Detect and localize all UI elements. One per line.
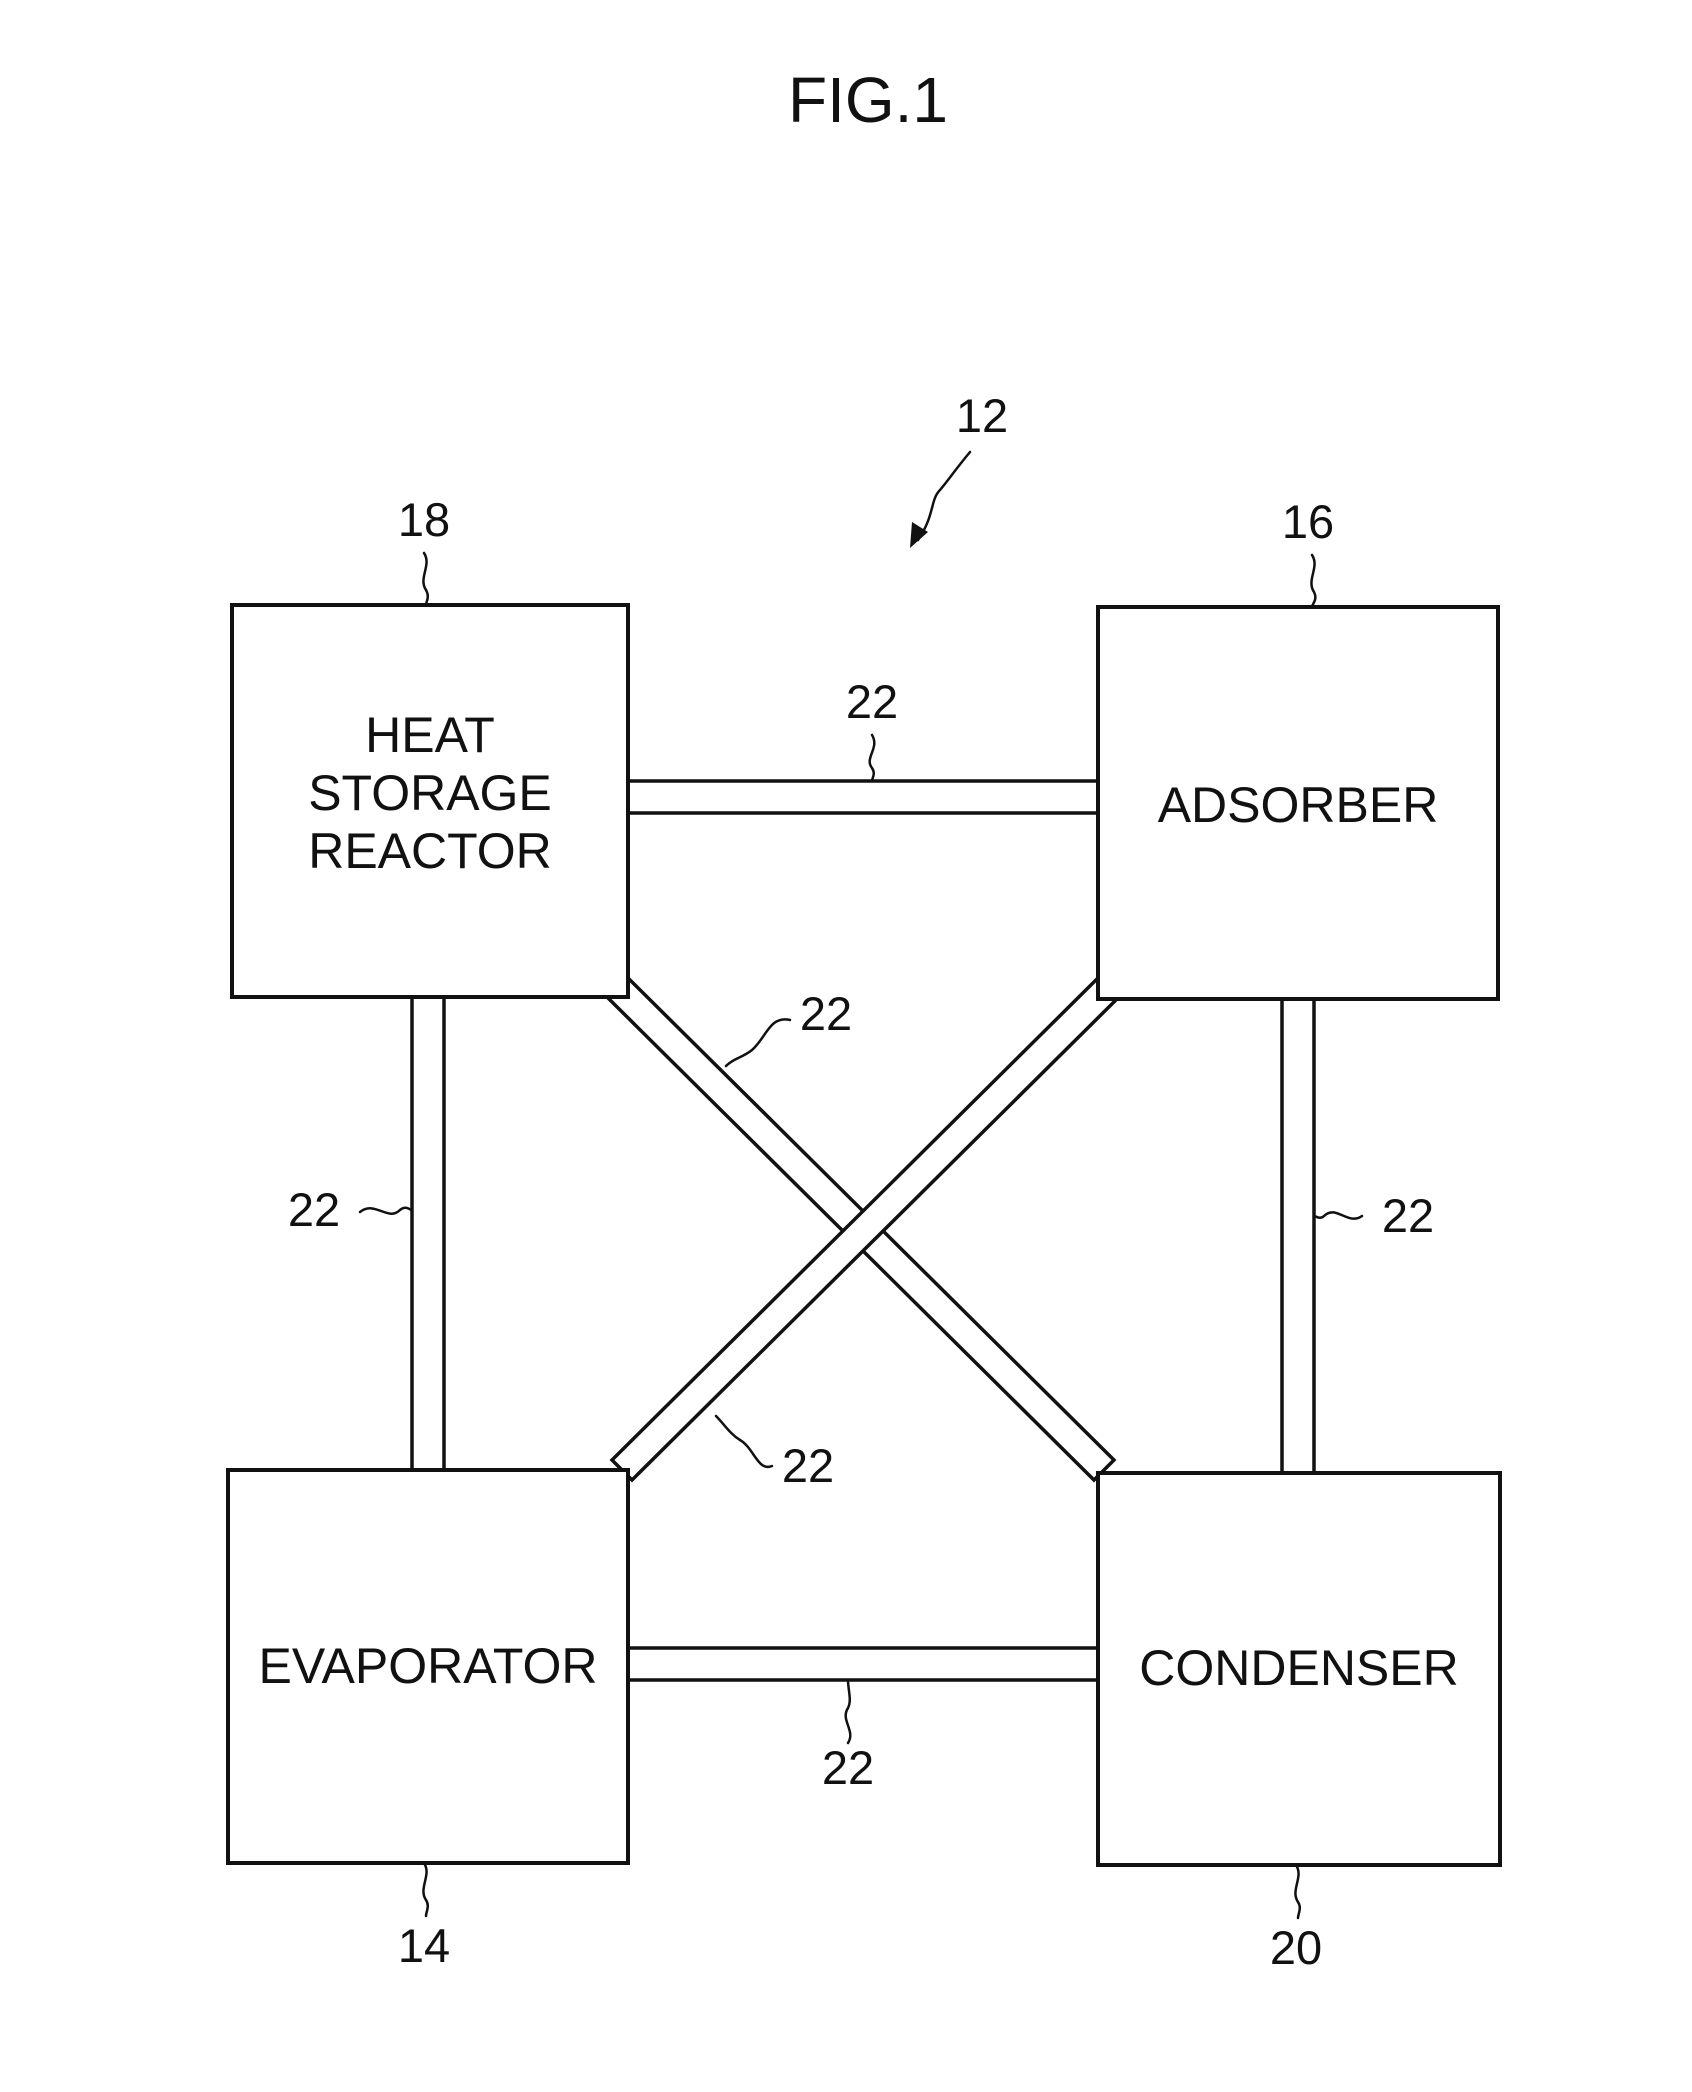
pipe-top bbox=[628, 781, 1098, 813]
pipe-diagonal-upper-ref: 22 bbox=[800, 987, 852, 1040]
heat-storage-reactor-block: HEAT STORAGE REACTOR bbox=[232, 605, 628, 997]
heat-storage-reactor-ref: 18 bbox=[398, 493, 450, 546]
heat-storage-reactor-label-line-1: HEAT bbox=[365, 707, 495, 763]
pipe-bottom bbox=[628, 1648, 1098, 1680]
pipe-left-ref-leader bbox=[360, 1208, 412, 1214]
heat-storage-reactor-ref-leader bbox=[423, 553, 427, 605]
evaporator-block: EVAPORATOR bbox=[228, 1470, 628, 1863]
pipe-diagonal-lower-ref: 22 bbox=[782, 1439, 834, 1492]
pipe-bottom-ref: 22 bbox=[822, 1741, 874, 1794]
pipe-top-ref: 22 bbox=[846, 675, 898, 728]
pipe-right-ref-leader bbox=[1314, 1212, 1362, 1218]
heat-storage-reactor-label-line-3: REACTOR bbox=[308, 823, 552, 879]
pipe-left bbox=[412, 995, 444, 1470]
adsorber-label: ADSORBER bbox=[1158, 777, 1439, 833]
heat-storage-reactor-label-line-2: STORAGE bbox=[308, 765, 552, 821]
adsorber-ref: 16 bbox=[1282, 495, 1334, 548]
system-ref-arrow bbox=[918, 452, 970, 540]
evaporator-ref: 14 bbox=[398, 1919, 450, 1972]
pipe-diagonal-lower-ref-leader bbox=[716, 1416, 772, 1467]
figure-title: FIG.1 bbox=[788, 64, 948, 136]
evaporator-label: EVAPORATOR bbox=[259, 1638, 598, 1694]
pipe-bottom-ref-leader bbox=[846, 1680, 851, 1743]
condenser-ref: 20 bbox=[1270, 1921, 1322, 1974]
condenser-label: CONDENSER bbox=[1139, 1640, 1458, 1696]
evaporator-ref-leader bbox=[423, 1863, 427, 1916]
condenser-ref-leader bbox=[1295, 1865, 1299, 1918]
pipe-left-ref: 22 bbox=[288, 1183, 340, 1236]
condenser-block: CONDENSER bbox=[1098, 1473, 1500, 1865]
pipe-right-ref: 22 bbox=[1382, 1189, 1434, 1242]
adsorber-block: ADSORBER bbox=[1098, 607, 1498, 999]
adsorber-ref-leader bbox=[1311, 555, 1315, 607]
pipe-top-ref-leader bbox=[870, 735, 875, 781]
pipe-right bbox=[1282, 998, 1314, 1473]
system-ref-label: 12 bbox=[956, 389, 1008, 442]
pipe-diagonal-upper-ref-leader bbox=[726, 1019, 790, 1066]
